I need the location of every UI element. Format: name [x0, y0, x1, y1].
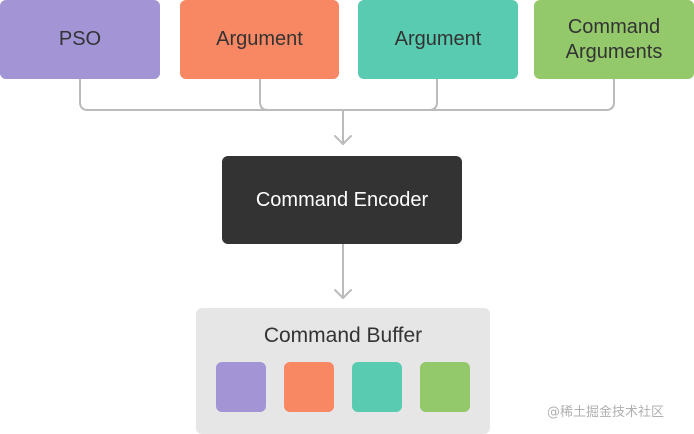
- input-connector-3: [428, 78, 438, 111]
- argument-label-1: Argument: [216, 28, 303, 50]
- command-arguments-box: Command Arguments: [534, 0, 694, 79]
- command-buffer-box: Command Buffer: [196, 308, 490, 434]
- pso-label: PSO: [58, 28, 102, 50]
- arrow-to-encoder-head: [334, 135, 352, 145]
- command-encoder-box: Command Encoder: [222, 156, 462, 244]
- argument-label-2: Argument: [394, 28, 482, 50]
- input-bracket: [79, 78, 615, 111]
- arrow-to-buffer-head: [334, 289, 352, 299]
- buffer-chip-pso: [216, 362, 266, 412]
- command-buffer-title: Command Buffer: [263, 324, 423, 347]
- watermark: @稀土掘金技术社区: [547, 405, 665, 420]
- buffer-chip-argument-1: [284, 362, 334, 412]
- buffer-chip-argument-2: [352, 362, 402, 412]
- argument-box-2: Argument: [358, 0, 518, 79]
- command-arguments-label: Command Arguments: [565, 15, 663, 63]
- input-connector-2: [259, 78, 269, 111]
- command-encoder-label: Command Encoder: [255, 188, 429, 211]
- buffer-chip-command-arguments: [420, 362, 470, 412]
- pso-box: PSO: [0, 0, 160, 79]
- argument-box-1: Argument: [180, 0, 339, 79]
